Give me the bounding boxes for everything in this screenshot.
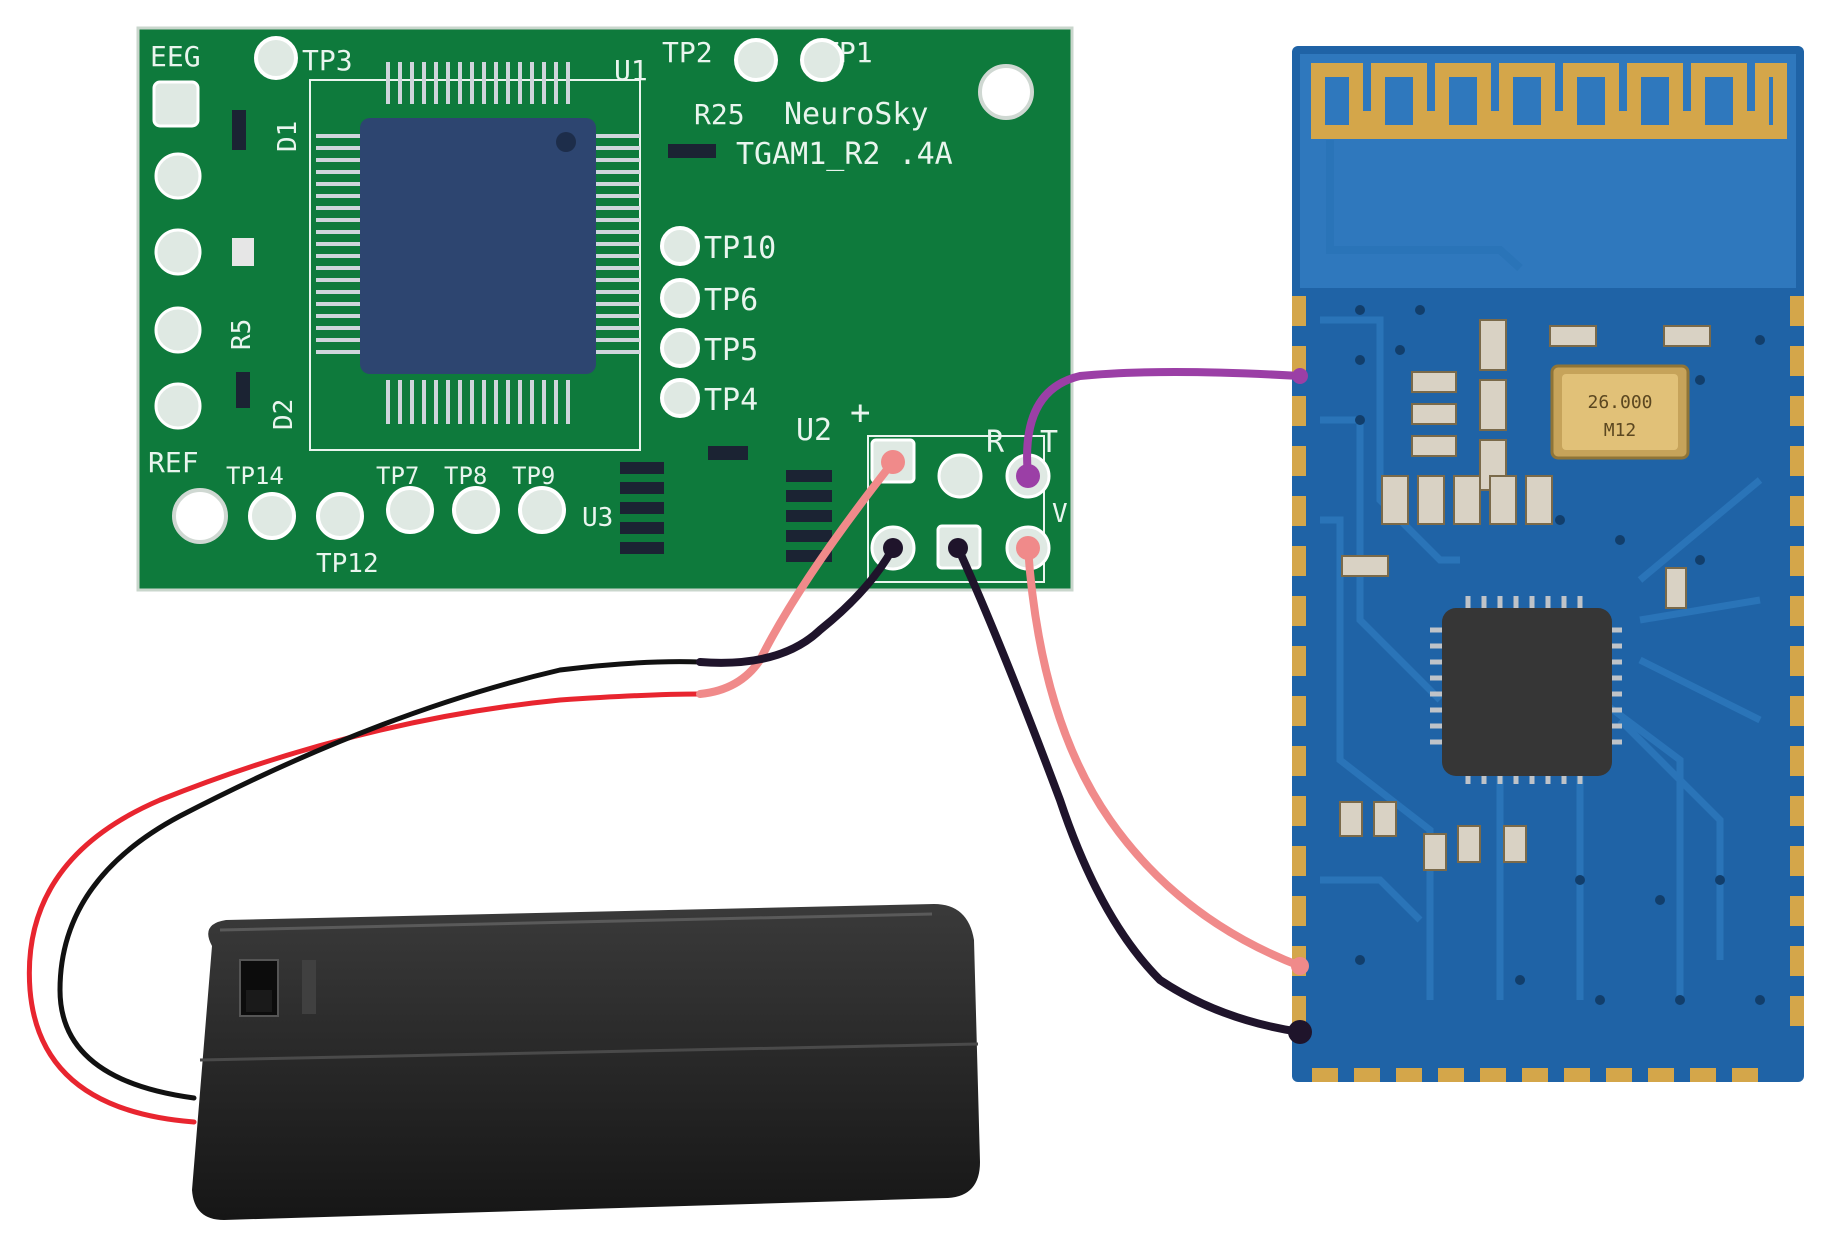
bt-smd-components [1339, 319, 1711, 871]
smd-resistor [668, 144, 716, 158]
dot-bt-rx [1292, 368, 1308, 384]
label-tp5: TP5 [704, 333, 758, 368]
label-tp3: TP3 [302, 44, 353, 77]
label-plus: + [850, 393, 870, 433]
smd-parts-left [232, 110, 254, 408]
brand-neurosky: NeuroSky [784, 97, 929, 132]
electrode-pads [152, 80, 202, 430]
pad-r [937, 453, 983, 499]
battery-holder [192, 904, 980, 1220]
wire-tx-to-bt [1023, 368, 1304, 480]
jumper-wires [696, 368, 1304, 1036]
label-tp14: TP14 [226, 462, 284, 490]
wire-vcc-tgam [696, 458, 897, 698]
test-points-right [660, 226, 700, 418]
label-tp10: TP10 [704, 231, 776, 266]
castellated-pads-right [1790, 296, 1804, 1026]
dot-bt-vcc [1291, 957, 1309, 975]
battery-cable [26, 659, 703, 1125]
crystal-label-bottom: M12 [1604, 420, 1637, 441]
dot-v [1016, 536, 1040, 560]
dot-gnd-2 [948, 538, 968, 558]
wire-vcc-to-bt [1024, 544, 1304, 970]
cable-black [57, 659, 703, 1101]
cable-red [26, 691, 703, 1125]
wire-gnd-tgam [696, 544, 897, 667]
label-tp9: TP9 [512, 462, 555, 490]
dot-gnd [883, 538, 903, 558]
battery-box [192, 904, 980, 1220]
label-u2: U2 [796, 413, 832, 448]
label-d2: D2 [269, 399, 299, 430]
label-r5: R5 [227, 319, 257, 350]
label-tp4: TP4 [704, 383, 758, 418]
label-t: T [1040, 425, 1058, 460]
tgam-board: EEG REF D1 R5 D2 TP3 U1 TP2 TP1 R25 [136, 26, 1074, 592]
pcb-antenna [1311, 63, 1787, 139]
label-tp12: TP12 [316, 549, 379, 579]
model-label: TGAM1_R2 .4A [736, 137, 953, 172]
main-ic [309, 62, 641, 451]
label-tp6: TP6 [704, 283, 758, 318]
dot-t [1016, 464, 1040, 488]
wire-gnd-to-bt [954, 544, 1304, 1036]
label-r: R [986, 425, 1005, 460]
bluetooth-module: 26.000 M12 [1292, 46, 1804, 1082]
label-ref: REF [148, 446, 199, 479]
mounting-hole-icon [978, 64, 1034, 120]
label-tp7: TP7 [376, 462, 419, 490]
crystal-oscillator: 26.000 M12 [1550, 364, 1690, 460]
label-tp8: TP8 [444, 462, 487, 490]
bt-traces [1320, 316, 1763, 1000]
test-points-top [254, 36, 844, 82]
castellated-pads-left [1292, 296, 1306, 1026]
crystal-label-top: 26.000 [1587, 392, 1652, 413]
label-d1: D1 [273, 121, 303, 152]
castellated-pads-bottom [1312, 1068, 1758, 1082]
label-tp2: TP2 [662, 36, 713, 69]
test-points-bottom [248, 486, 566, 540]
mounting-hole-icon [172, 488, 228, 544]
bt-chip [1430, 596, 1622, 784]
label-v: V [1052, 499, 1068, 529]
dot-bt-gnd [1288, 1020, 1312, 1044]
label-u1: U1 [614, 54, 648, 87]
dot-vcc [881, 450, 905, 474]
label-u3: U3 [582, 503, 613, 533]
label-eeg: EEG [150, 40, 201, 73]
wire-endpoints [881, 368, 1312, 1044]
bt-vias [1355, 305, 1765, 1005]
tgam-pcb [136, 26, 1074, 592]
label-r25: R25 [694, 98, 745, 131]
smd-parts-bottom [620, 446, 832, 562]
